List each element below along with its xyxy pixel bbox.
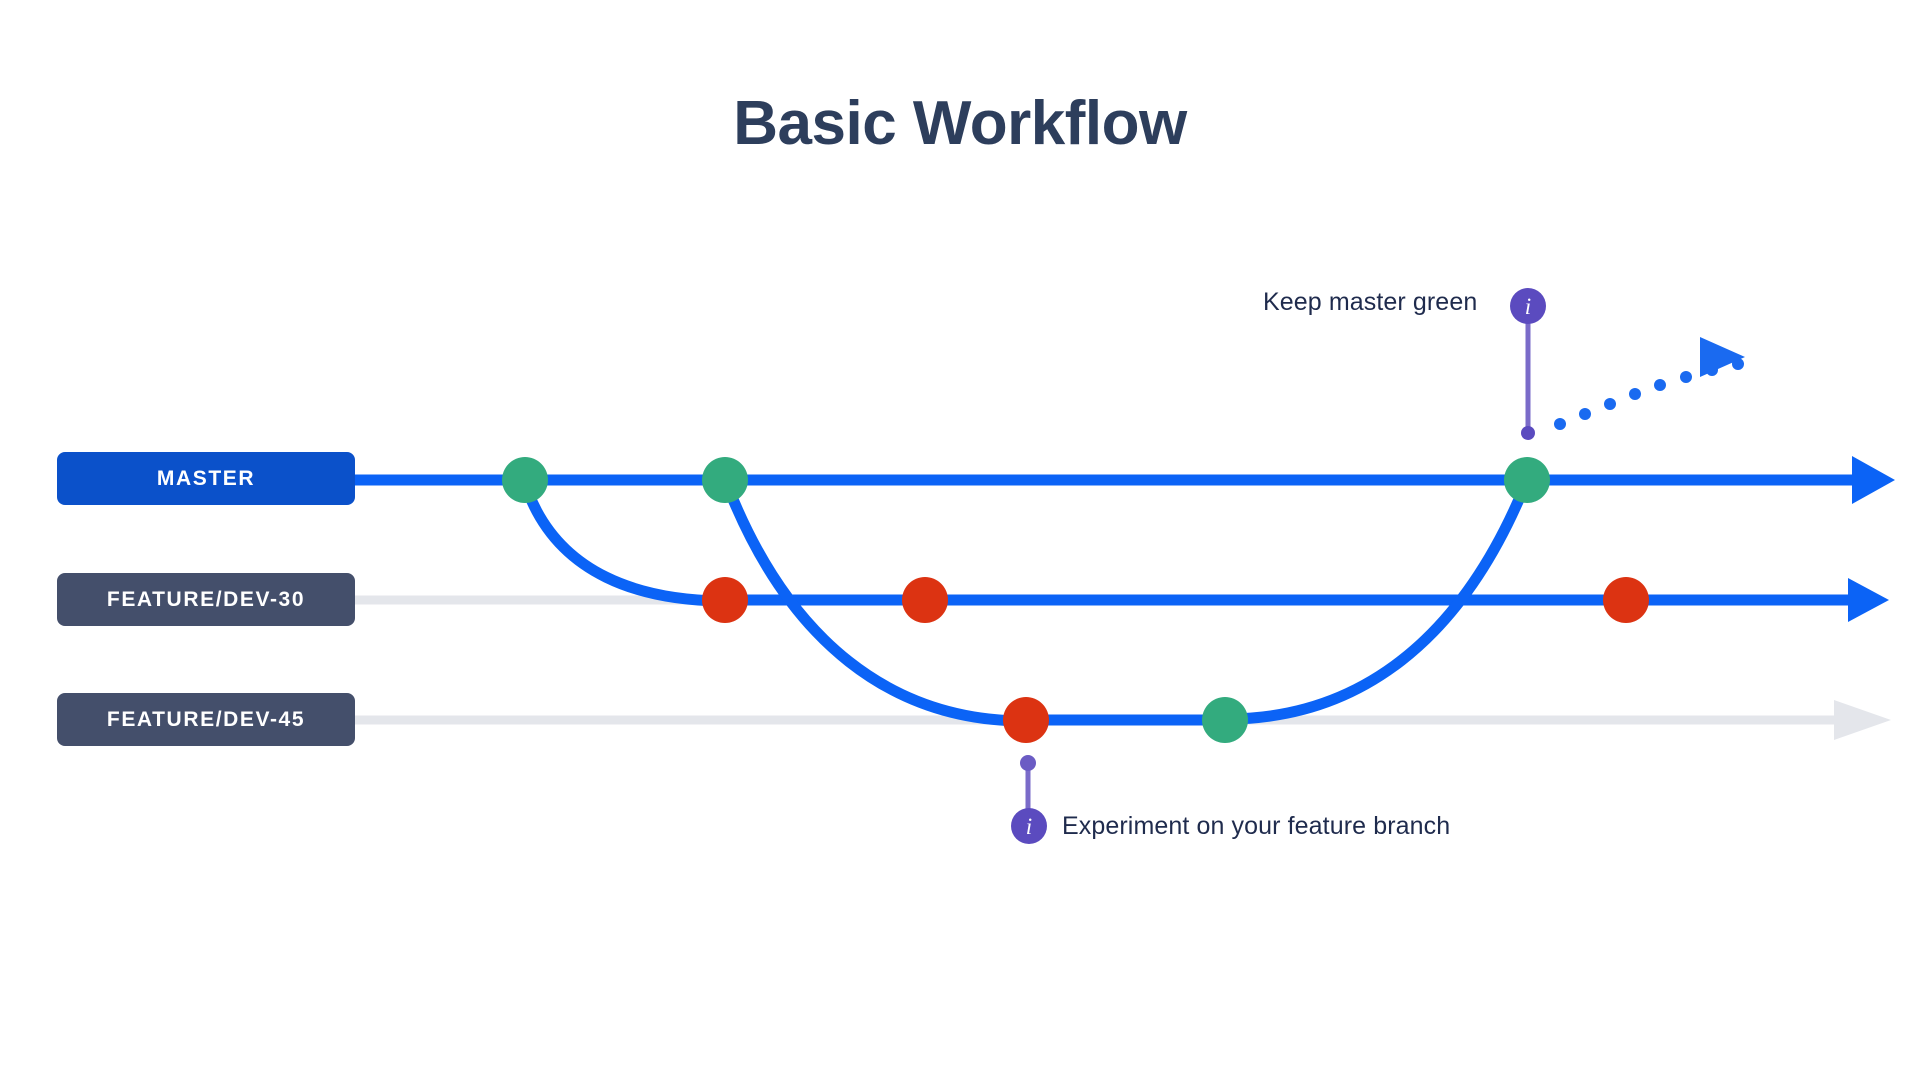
- arrow-right-icon-dev45: [1834, 700, 1891, 740]
- commit-dot-green[interactable]: [702, 457, 748, 503]
- commit-dot-red[interactable]: [1003, 697, 1049, 743]
- annotation-experiment-feature-branch: Experiment on your feature branch: [1062, 812, 1451, 840]
- commit-dot-green[interactable]: [1202, 697, 1248, 743]
- arrow-right-icon-master: [1852, 456, 1895, 504]
- commit-dot-green[interactable]: [502, 457, 548, 503]
- annotation-leader-master: [1521, 312, 1535, 440]
- commit-dot-red[interactable]: [702, 577, 748, 623]
- info-icon[interactable]: i: [1011, 808, 1047, 844]
- commit-dot-red[interactable]: [902, 577, 948, 623]
- branch-label-master[interactable]: MASTER: [57, 452, 355, 505]
- merge-curve-dev45-to-master: [1223, 484, 1529, 725]
- commit-dot-green[interactable]: [1504, 457, 1550, 503]
- branch-curve-master-to-dev45: [724, 486, 1028, 727]
- branch-label-feature-dev-45[interactable]: FEATURE/DEV-45: [57, 693, 355, 746]
- commit-dot-red[interactable]: [1603, 577, 1649, 623]
- arrow-right-icon-dev30: [1848, 578, 1889, 622]
- branch-curve-master-to-dev30: [522, 486, 728, 607]
- annotation-keep-master-green: Keep master green: [1263, 288, 1478, 316]
- page-title: Basic Workflow: [733, 89, 1187, 158]
- dotted-arrow-icon-future: [1554, 337, 1745, 430]
- branch-label-text: FEATURE/DEV-45: [106, 707, 306, 731]
- branch-label-text: MASTER: [156, 466, 256, 490]
- info-icon[interactable]: i: [1510, 288, 1546, 324]
- branch-label-text: FEATURE/DEV-30: [106, 587, 306, 611]
- branch-label-feature-dev-30[interactable]: FEATURE/DEV-30: [57, 573, 355, 626]
- annotation-leader-feature: [1020, 755, 1036, 812]
